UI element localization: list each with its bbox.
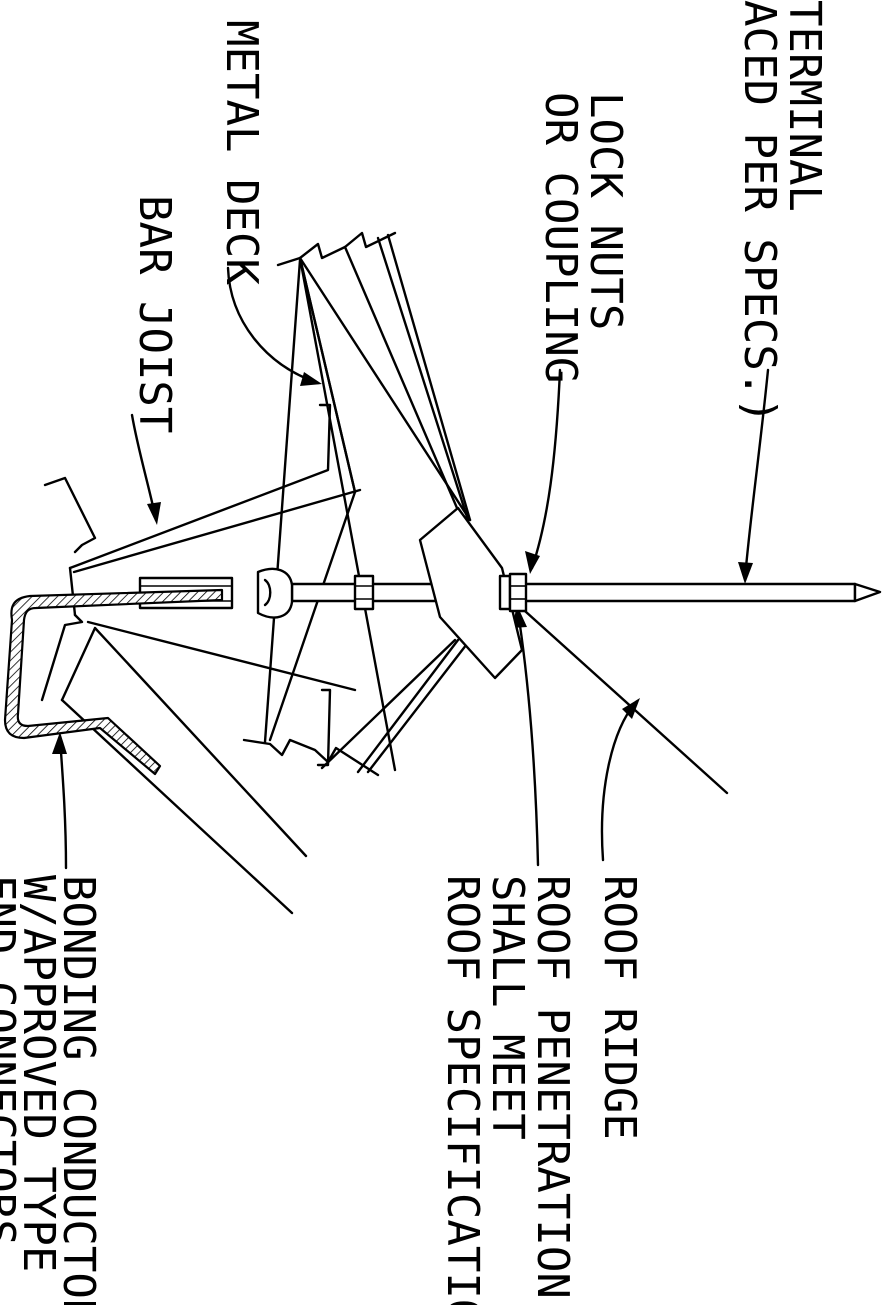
leader-air-terminal xyxy=(738,368,770,584)
label-bar-joist-line1: BAR JOIST xyxy=(129,195,180,433)
label-air-terminal-line2: ACED PER SPECS.) xyxy=(734,0,785,424)
label-roof-penetration: ROOF PENETRATION SHALL MEET ROOF SPECIFI… xyxy=(437,875,578,1305)
leader-bonding-conductor xyxy=(52,732,68,870)
label-roof-penetration-line1: ROOF PENETRATION xyxy=(527,875,578,1299)
leader-bar-joist xyxy=(130,413,161,525)
roof-penetration-flashing xyxy=(418,506,524,680)
rod-tip xyxy=(853,582,882,603)
label-roof-penetration-line2: SHALL MEET xyxy=(482,875,533,1140)
label-lock-nuts-line1: LOCK NUTS xyxy=(580,92,631,330)
leader-metal-deck xyxy=(226,266,322,386)
leader-roof-ridge xyxy=(600,698,640,862)
metal-deck xyxy=(242,231,472,777)
leader-lock-nuts xyxy=(525,368,562,574)
label-bonding-conductor-line2: W/APPROVED TYPE xyxy=(13,875,64,1272)
label-metal-deck-line1: METAL DECK xyxy=(216,20,267,285)
bar-joist xyxy=(40,403,362,915)
lock-nut-lower xyxy=(353,574,375,611)
label-lock-nuts: LOCK NUTS OR COUPLING xyxy=(535,92,631,383)
label-roof-ridge-line1: ROOF RIDGE xyxy=(594,875,645,1140)
label-lock-nuts-line2: OR COUPLING xyxy=(535,92,586,383)
bonding-conductor xyxy=(3,588,224,776)
label-metal-deck: METAL DECK xyxy=(216,20,267,285)
air-terminal-rod xyxy=(290,582,882,603)
label-bar-joist: BAR JOIST xyxy=(129,195,180,433)
label-air-terminal-line1: TERMINAL xyxy=(779,0,830,212)
label-bonding-conductor-line1: BONDING CONDUCTOR xyxy=(53,875,104,1305)
roof-ridge-line xyxy=(503,591,729,795)
rod-body xyxy=(290,582,857,603)
label-bonding-conductor: BONDING CONDUCTOR W/APPROVED TYPE END CO… xyxy=(0,875,104,1305)
label-air-terminal: TERMINAL ACED PER SPECS.) xyxy=(734,0,830,424)
label-roof-ridge: ROOF RIDGE xyxy=(594,875,645,1140)
label-bonding-conductor-line3: END CONNECTORS xyxy=(0,875,24,1246)
lock-nuts-upper xyxy=(498,572,528,613)
label-roof-penetration-line3: ROOF SPECIFICATION xyxy=(437,875,488,1305)
